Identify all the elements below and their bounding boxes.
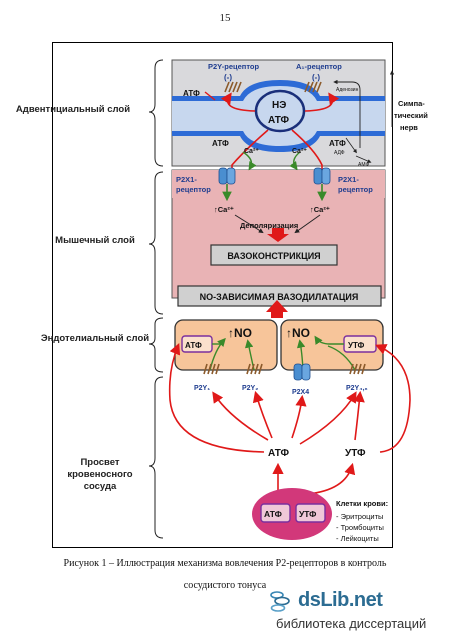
nerve-atp-left-label: АТФ <box>183 89 200 98</box>
sympathetic-nerve-label-1: Симпа- <box>398 99 425 108</box>
p2x1-left-label-2: рецептор <box>176 185 211 194</box>
vasoconstriction-box <box>210 244 338 266</box>
cell-utp-label: УТФ <box>299 509 316 519</box>
vasodilation-label: NO-ЗАВИСИМАЯ ВАЗОДИЛАТАЦИЯ <box>200 292 359 302</box>
vesicle-atp-label: АТФ <box>268 115 289 126</box>
p2y46-receptor-icon <box>349 363 366 375</box>
ca-left-label: Ca²⁺ <box>244 148 259 155</box>
p2x1-left-label-1: P2X1- <box>176 175 197 184</box>
arrow-atp-right-down <box>291 129 328 182</box>
watermark: dsLib.net библиотека диссертаций <box>268 585 448 635</box>
arrow-atp-to-p2x4 <box>291 394 307 439</box>
endo-atp-label: АТФ <box>185 341 202 350</box>
watermark-subtitle: библиотека диссертаций <box>276 616 427 631</box>
figure-caption-line-2: сосудистого тонуса <box>183 580 267 591</box>
arrow-atp-to-endo-atp <box>168 343 265 453</box>
p2x1-channel-left-icon <box>218 167 236 202</box>
brace-adventitial <box>148 59 164 167</box>
page-number: 15 <box>219 12 231 24</box>
figure-frame <box>52 42 393 548</box>
a1-receptor-nerve-icon <box>304 81 322 93</box>
watermark-brand: dsLib.net <box>298 589 383 611</box>
arrow-atp-left-release <box>204 91 216 101</box>
p2y2-receptor-icon <box>246 363 263 375</box>
p2y46-label: P2Y₄,₆ <box>346 385 368 392</box>
arrow-atp-to-p2y1 <box>212 391 269 441</box>
ca-up-left-label: ↑Ca²⁺ <box>214 205 234 214</box>
layer-braces <box>148 59 164 539</box>
arrow-cell-utp-up <box>307 462 356 495</box>
atp-left-label: АТФ <box>212 139 229 148</box>
brace-muscle <box>148 171 164 315</box>
blood-cell-item-3: - Лейкоциты <box>336 534 379 543</box>
blood-utp-box <box>295 503 326 523</box>
p2y-receptor-label: P2Y-рецептор <box>208 62 259 71</box>
p2x1-right-label-1: P2X1- <box>338 175 359 184</box>
arrow-utp-to-p2y46 <box>353 390 365 441</box>
lumen-utp-label: УТФ <box>345 448 366 459</box>
brace-lumen <box>148 376 164 539</box>
adenosine-label: Аденозин <box>336 87 359 93</box>
arrow-atp-to-p2y46 <box>299 391 357 445</box>
no-up-left-label: ↑NO <box>228 326 252 340</box>
a1-receptor-label: A₁-рецептор <box>296 62 342 71</box>
ca-left-curve <box>242 151 257 171</box>
layer-label-muscle: Мышечный слой <box>55 235 135 246</box>
arrow-atp-to-p2y2 <box>252 390 273 439</box>
endo-green-6 <box>327 345 356 371</box>
arrow-utp-to-endo-utp <box>375 344 411 453</box>
depolarization-label: Деполяризация <box>240 221 298 230</box>
arrow-no-up <box>266 300 288 318</box>
dslib-logo-icon <box>270 591 290 612</box>
arrow-atp-left-down <box>226 129 269 182</box>
ne-atp-vesicle <box>254 89 306 133</box>
endo-utp-label: УТФ <box>348 341 365 350</box>
layer-label-endothelial: Эндотелиальный слой <box>40 333 150 344</box>
amp-arrow <box>355 155 372 163</box>
adenosine-path <box>333 79 361 148</box>
ca-up-right-label: ↑Ca²⁺ <box>310 205 330 214</box>
figure-caption-line-1: Рисунок 1 – Иллюстрация механизма вовлеч… <box>63 558 387 569</box>
arrow-to-vasoconstriction <box>267 228 289 242</box>
p2y1-receptor-icon <box>203 363 220 375</box>
adp-arrow <box>345 137 357 154</box>
p2x1-channel-right-icon <box>313 167 331 202</box>
p2x4-channel-icon <box>293 363 311 381</box>
a1-inhibit-label: (-) <box>312 73 320 82</box>
atp-right-label: АТФ <box>329 139 346 148</box>
layer-label-adventitial: Адвентициальный слой <box>15 104 131 115</box>
sympathetic-nerve-label-2: тический <box>394 111 428 120</box>
endo-green-5 <box>314 335 344 345</box>
arrow-atp-to-p2y <box>220 92 256 112</box>
depol-arrow-right <box>294 214 321 234</box>
vasoconstriction-label: ВАЗОКОНСТРИКЦИЯ <box>227 251 320 261</box>
blood-cells-title: Клетки крови: <box>336 499 388 508</box>
p2y-receptor-nerve-icon <box>224 81 242 93</box>
p2x4-label: P2X4 <box>292 389 309 396</box>
p2y-inhibit-label: (-) <box>224 73 232 82</box>
ca-right-curve <box>289 151 301 171</box>
lumen-atp-label: АТФ <box>268 448 289 459</box>
adp-label: АДФ <box>334 150 345 156</box>
blood-cell-item-1: - Эритроциты <box>336 512 383 521</box>
blood-cell-item-2: - Тромбоциты <box>336 523 384 532</box>
ca-right-label: Ca²⁺ <box>292 148 307 155</box>
ne-label: НЭ <box>272 100 286 111</box>
layer-label-lumen: Просвет кровеносного сосуда <box>67 457 133 492</box>
no-up-right-label: ↑NO <box>286 326 310 340</box>
p2y1-label: P2Y₁ <box>194 385 210 392</box>
cell-atp-label: АТФ <box>264 509 282 519</box>
brace-endothelial <box>148 317 164 373</box>
blood-atp-box <box>260 503 291 523</box>
p2x1-right-label-2: рецептор <box>338 185 373 194</box>
depol-arrow-left <box>234 214 264 234</box>
sympathetic-nerve-label-3: нерв <box>400 123 418 132</box>
arrow-atp-to-a1 <box>304 92 340 112</box>
blood-cell <box>252 488 332 540</box>
amp-label: АМФ <box>358 162 369 168</box>
p2y2-label: P2Y₂ <box>242 385 258 392</box>
